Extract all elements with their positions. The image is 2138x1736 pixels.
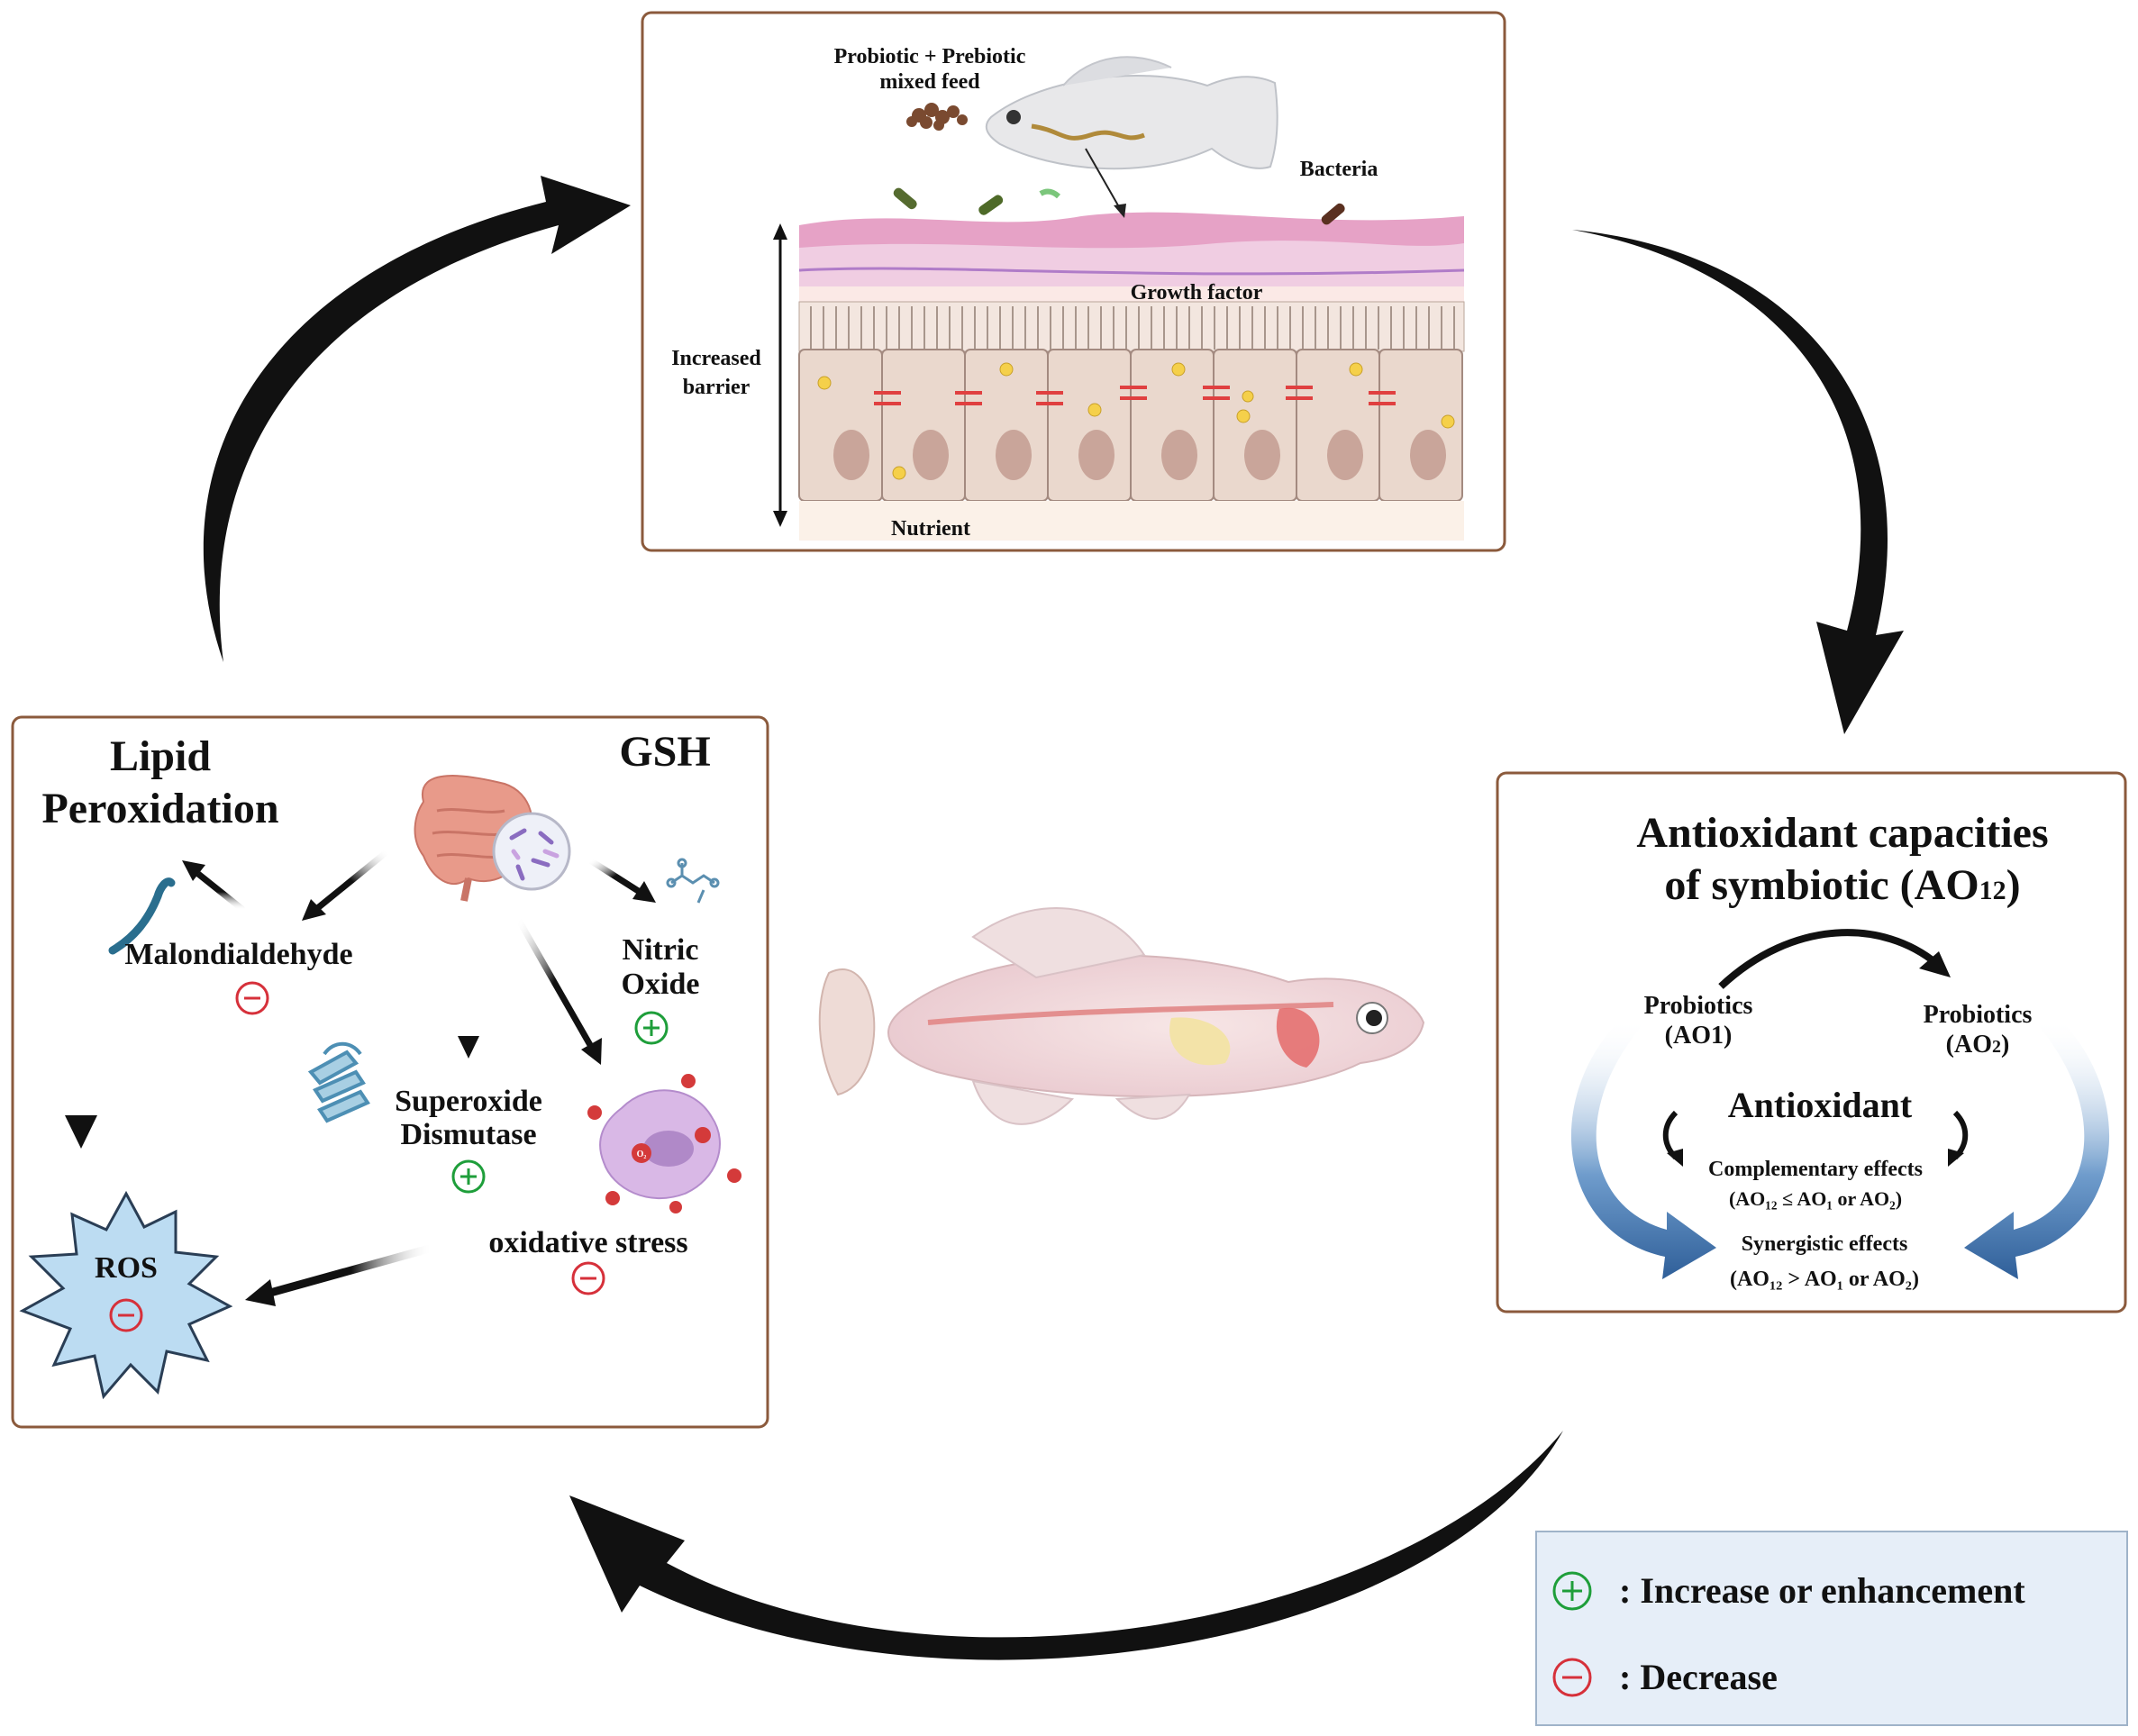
lipid-label-line2: Peroxidation [41,785,278,832]
cycle-arrow-left-up [203,176,631,662]
legend-decrease-label: : Decrease [1619,1657,1778,1697]
ros-starburst-icon [19,1190,233,1400]
superoxide-dismutase-protein-icon [307,1041,370,1123]
probiotics-right-line2: (AO2) [1946,1031,2010,1059]
legend: : Increase or enhancement : Decrease [1535,1531,2128,1726]
synergistic-label: Synergistic effects [1742,1232,1908,1256]
growth-factor-label: Growth factor [1131,281,1263,304]
bacteria-label: Bacteria [1300,158,1378,181]
left-panel-oxidative: Lipid Peroxidation GSH [11,715,769,1429]
antioxidant-title-line2: of symbiotic (AO12) [1664,861,2020,909]
superoxide-line2: Dismutase [400,1118,536,1151]
center-fish-icon [818,906,1425,1125]
malondialdehyde-molecule-icon [108,877,176,955]
malondialdehyde-decrease-icon [235,981,269,1015]
oxidative-stress-cell-icon [587,1074,741,1213]
synergistic-formula: (AO₁₂ > AO₁ or AO₂) [1730,1268,1919,1291]
complementary-formula: (AO₁₂ ≤ AO₁ or AO₂) [1729,1187,1902,1210]
probiotics-left-line1: Probiotics [1644,992,1753,1020]
cycle-arrow-right-down [1572,230,1904,734]
antioxidant-title-line1: Antioxidant capacities [1636,809,2048,857]
nutrient-label: Nutrient [891,517,970,541]
barrier-label-line2: barrier [683,376,751,399]
complementary-label: Complementary effects [1708,1158,1923,1181]
superoxide-line1: Superoxide [395,1085,542,1118]
legend-decrease-icon [1552,1658,1592,1697]
blue-arrow-left [1570,1018,1716,1279]
right-panel-antioxidant: Antioxidant capacities of symbiotic (AO1… [1496,771,2127,1313]
nitric-oxide-increase-icon [634,1011,669,1045]
lipid-label-line1: Lipid [110,732,211,780]
microvilli [798,301,1465,352]
oxidative-stress-decrease-icon [571,1261,605,1295]
fish-top-icon [985,56,1278,170]
bacteria-icon [893,187,1345,225]
feed-pellets-icon [906,103,968,131]
gut-microbiota-icon [414,775,571,902]
ros-label: ROS [95,1251,158,1285]
probiotics-left-line2: (AO1) [1665,1022,1733,1050]
legend-increase-label: : Increase or enhancement [1619,1570,2025,1611]
blue-arrow-right [1964,1018,2110,1279]
oxidative-stress-label: oxidative stress [488,1226,687,1259]
cycle-arrow-bottom-left [569,1431,1563,1660]
superoxide-increase-icon [451,1159,486,1194]
top-panel-intestinal-barrier: Probiotic + Prebiotic mixed feed Bacteri… [641,11,1506,552]
feed-label-line2: mixed feed [879,70,980,94]
barrier-label-line1: Increased [671,347,761,370]
feed-label-line1: Probiotic + Prebiotic [834,45,1026,68]
o2-label: O₂ [637,1150,647,1159]
nitric-oxide-line2: Oxide [622,968,700,1001]
probiotics-right-line1: Probiotics [1924,1001,2033,1029]
ros-decrease-icon [109,1298,143,1332]
nitric-oxide-line1: Nitric [623,933,699,967]
nitric-oxide-molecule-icon [666,858,720,904]
gsh-label: GSH [619,728,710,776]
legend-increase-icon [1552,1571,1592,1611]
antioxidant-label: Antioxidant [1728,1085,1913,1125]
malondialdehyde-label: Malondialdehyde [124,938,352,971]
